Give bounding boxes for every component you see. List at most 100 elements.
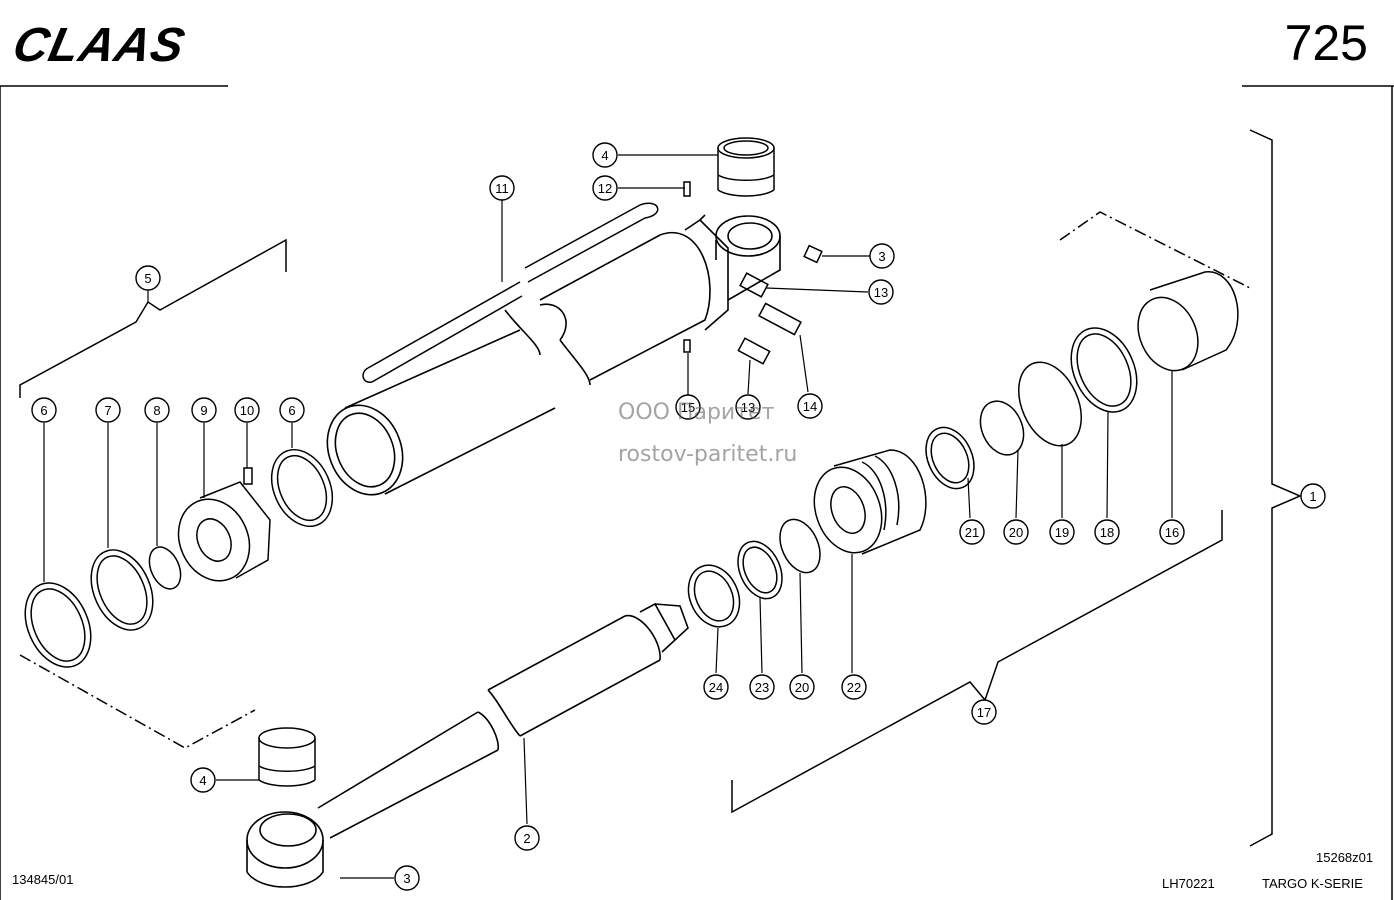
callout-label: 3 xyxy=(878,249,885,264)
callout-16: 16 xyxy=(1159,519,1185,545)
callout-circle xyxy=(489,175,515,201)
cylinder-tube xyxy=(326,214,781,496)
callout-circle xyxy=(971,699,997,725)
callout-13b: 13 xyxy=(735,394,761,420)
callout-label: 20 xyxy=(1009,525,1023,540)
callout-6b: 6 xyxy=(279,397,305,423)
page-number: 725 xyxy=(1284,15,1368,71)
series-name: TARGO K-SERIE xyxy=(1262,876,1363,891)
callout-circle xyxy=(95,397,121,423)
rod-seals xyxy=(925,271,1239,490)
callout-label: 4 xyxy=(601,148,608,163)
callout-17: 17 xyxy=(971,699,997,725)
callout-circle xyxy=(869,243,895,269)
model-code: LH70221 xyxy=(1162,876,1215,891)
callout-label: 8 xyxy=(153,403,160,418)
callout-circle xyxy=(1094,519,1120,545)
callout-11: 11 xyxy=(489,175,515,201)
callout-label: 3 xyxy=(403,871,410,886)
callout-label: 9 xyxy=(200,403,207,418)
callout-21: 21 xyxy=(959,519,985,545)
piston-seals xyxy=(24,448,334,668)
callout-circle xyxy=(959,519,985,545)
callout-circle xyxy=(191,397,217,423)
callout-label: 20 xyxy=(795,680,809,695)
bushing-top xyxy=(717,137,775,197)
callout-6a: 6 xyxy=(31,397,57,423)
callout-label: 5 xyxy=(144,271,151,286)
callout-label: 13 xyxy=(741,400,755,415)
seal-kit-bracket xyxy=(19,238,287,749)
callout-15: 15 xyxy=(675,394,701,420)
callout-label: 13 xyxy=(874,285,888,300)
callout-circle xyxy=(841,674,867,700)
callout-circle xyxy=(675,394,701,420)
callout-label: 17 xyxy=(977,705,991,720)
callout-label: 4 xyxy=(199,773,206,788)
callout-circle xyxy=(234,397,260,423)
callout-circle xyxy=(144,397,170,423)
callout-13a: 13 xyxy=(868,279,894,305)
callout-circle xyxy=(797,393,823,419)
callout-5: 5 xyxy=(135,265,161,291)
callout-label: 10 xyxy=(240,403,254,418)
callout-18: 18 xyxy=(1094,519,1120,545)
callout-circle xyxy=(592,142,618,168)
callout-circle xyxy=(190,767,216,793)
callout-label: 2 xyxy=(523,831,530,846)
callout-12: 12 xyxy=(592,175,618,201)
callout-label: 22 xyxy=(847,680,861,695)
callout-label: 15 xyxy=(681,400,695,415)
callout-circle xyxy=(1049,519,1075,545)
callout-label: 6 xyxy=(40,403,47,418)
callout-circle xyxy=(703,674,729,700)
callout-22: 22 xyxy=(841,674,867,700)
callout-circle xyxy=(1300,483,1326,509)
callout-7: 7 xyxy=(95,397,121,423)
callout-14: 14 xyxy=(797,393,823,419)
callout-circle xyxy=(394,865,420,891)
callout-label: 23 xyxy=(755,680,769,695)
header-rules xyxy=(0,85,1394,900)
callout-1: 1 xyxy=(1300,483,1326,509)
callout-label: 21 xyxy=(965,525,979,540)
callout-circle xyxy=(279,397,305,423)
callout-circle xyxy=(1159,519,1185,545)
callout-layer: 4 12 11 3 13 5 15 13 14 6 7 8 9 10 6 1 21 20 19 18 16 2 4 23 20 2… xyxy=(31,142,1326,891)
callout-10: 10 xyxy=(234,397,260,423)
callout-label: 11 xyxy=(495,181,509,196)
callout-leaders xyxy=(43,154,1173,879)
callout-label: 18 xyxy=(1100,525,1114,540)
callout-circle xyxy=(789,674,815,700)
callout-23: 23 xyxy=(749,674,775,700)
callout-3a: 3 xyxy=(869,243,895,269)
gland-seals xyxy=(687,518,821,628)
callout-circle xyxy=(514,825,540,851)
callout-20a: 20 xyxy=(1003,519,1029,545)
watermark-company: ООО Паритет xyxy=(618,400,775,425)
hydraulic-fittings xyxy=(683,181,823,365)
callout-circle xyxy=(135,265,161,291)
callout-label: 12 xyxy=(598,181,612,196)
cylinder-gland xyxy=(813,449,927,555)
callout-19: 19 xyxy=(1049,519,1075,545)
callout-4a: 4 xyxy=(592,142,618,168)
oil-pipe xyxy=(362,202,659,383)
callout-label: 16 xyxy=(1165,525,1179,540)
callout-circle xyxy=(749,674,775,700)
callout-20b: 20 xyxy=(789,674,815,700)
document-number: 134845/01 xyxy=(12,872,74,887)
callout-label: 1 xyxy=(1309,489,1316,504)
callout-circle xyxy=(592,175,618,201)
assembly-bracket xyxy=(1249,129,1302,847)
callout-circle xyxy=(31,397,57,423)
piston-rod xyxy=(246,602,689,888)
watermark-url: rostov-paritet.ru xyxy=(618,442,798,467)
callout-4b: 4 xyxy=(190,767,216,793)
callout-label: 14 xyxy=(803,399,817,414)
callout-circle xyxy=(1003,519,1029,545)
drawing-reference: 15268z01 xyxy=(1316,850,1374,865)
callout-3b: 3 xyxy=(394,865,420,891)
callout-label: 7 xyxy=(104,403,111,418)
